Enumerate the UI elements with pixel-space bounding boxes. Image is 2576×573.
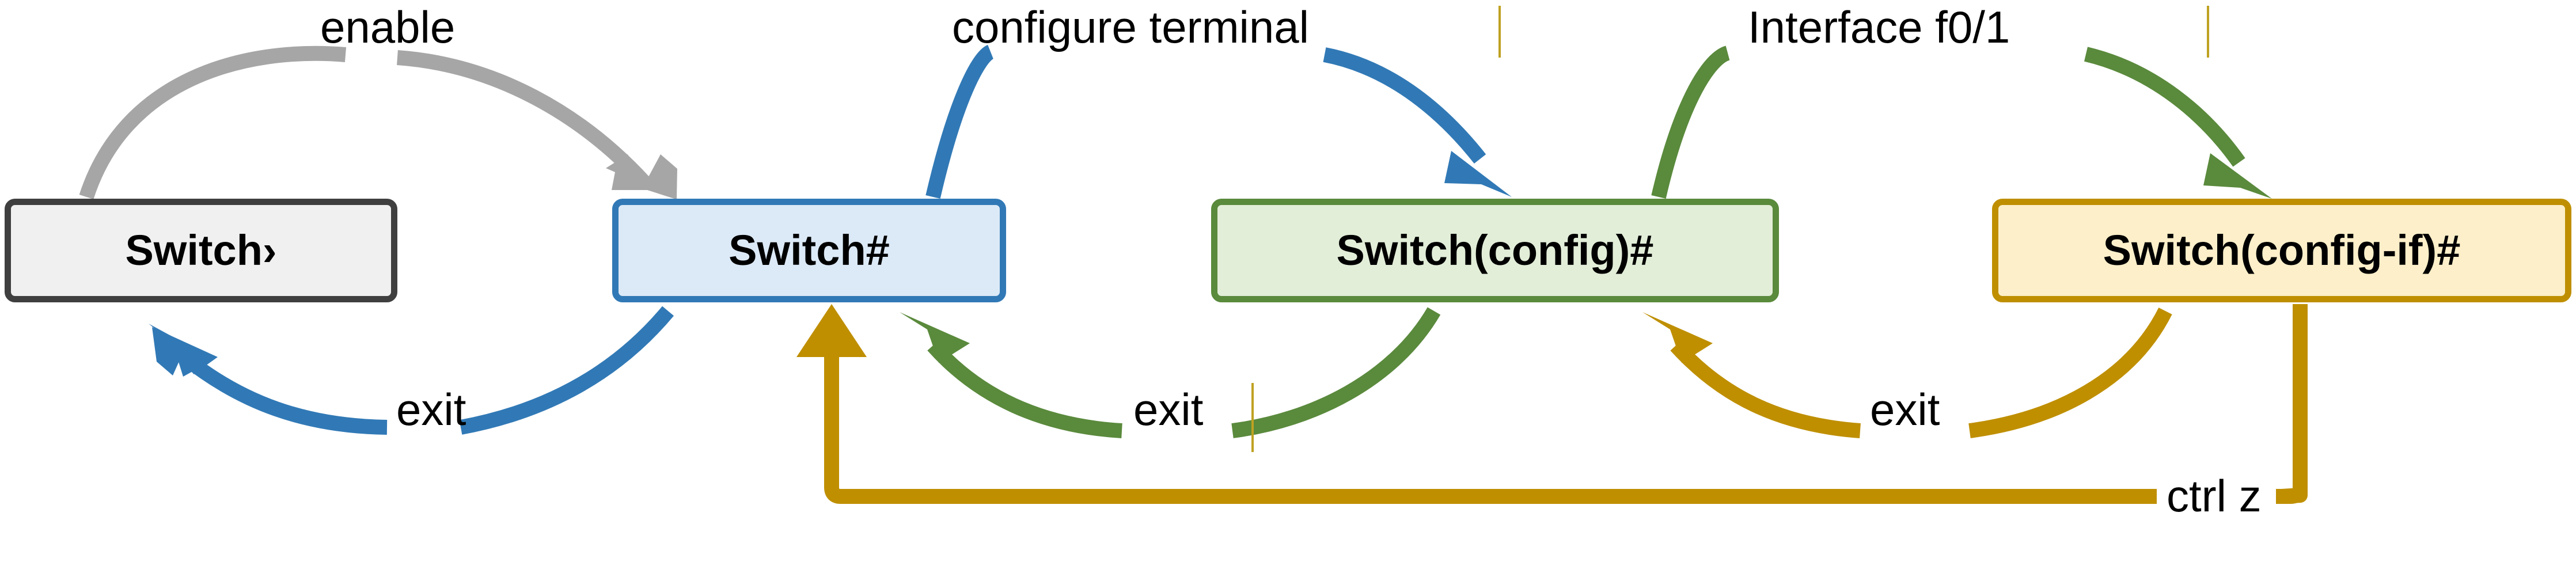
node-privileged-label: Switch#	[729, 226, 890, 274]
edge-ctrl-z	[796, 304, 2308, 504]
edge-interface-f0-1	[1651, 45, 2272, 199]
edge-configure-terminal	[925, 44, 1512, 199]
edge-exit-to-priv	[900, 307, 1441, 438]
node-privileged-exec-mode[interactable]: Switch#	[612, 199, 1006, 302]
node-global-config-label: Switch(config)#	[1336, 226, 1654, 274]
edge-label-exit-to-privileged: exit	[1133, 384, 1204, 435]
edge-label-exit-to-user: exit	[396, 384, 466, 435]
node-user-exec-mode[interactable]: Switch›	[5, 199, 397, 302]
edge-exit-to-config	[1642, 308, 2172, 438]
edge-label-ctrl-z: ctrl z	[2167, 470, 2262, 521]
edge-label-configure-terminal: configure terminal	[952, 2, 1309, 52]
edge-label-enable: enable	[320, 2, 456, 52]
node-global-config-mode[interactable]: Switch(config)#	[1211, 199, 1779, 302]
edge-exit-to-user	[149, 306, 674, 435]
edge-enable	[79, 45, 680, 200]
edge-label-interface-f0-1: Interface f0/1	[1748, 2, 2010, 52]
edge-label-exit-to-config: exit	[1870, 384, 1940, 435]
node-interface-config-mode[interactable]: Switch(config-if)#	[1992, 199, 2571, 302]
node-interface-config-label: Switch(config-if)#	[2103, 226, 2461, 274]
node-user-exec-label: Switch›	[125, 226, 277, 274]
